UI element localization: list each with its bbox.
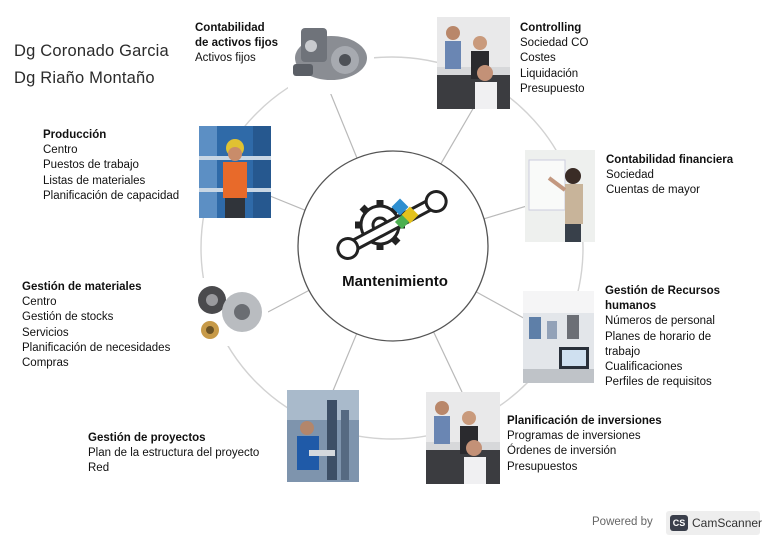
module-item: Perfiles de requisitos	[605, 376, 712, 389]
outer-ring	[200, 56, 584, 440]
module-item: Sociedad CO	[520, 37, 589, 50]
module-item: Plan de la estructura del proyecto	[88, 447, 260, 460]
module-item: Cuentas de mayor	[606, 184, 700, 197]
author-names: Dg Coronado Garcia Dg Riaño Montaño	[14, 38, 169, 92]
office-team-image-2	[426, 392, 500, 484]
module-item: Cualificaciones	[605, 361, 683, 374]
camscanner-badge: CS CamScanner	[666, 511, 763, 535]
module-item: Activos fijos	[195, 52, 256, 65]
module-item: Sociedad	[606, 169, 654, 182]
module-item: Compras	[22, 357, 69, 370]
module-item: Presupuesto	[520, 82, 585, 95]
spoke-line	[267, 289, 310, 313]
engine-part-image	[288, 18, 374, 94]
module-title: de activos fijos	[195, 37, 279, 50]
module-item: Planificación de capacidad	[43, 189, 180, 202]
spoke-line	[329, 91, 358, 159]
module-planificacion-inversiones: Planificación de inversiones Programas d…	[507, 414, 662, 475]
machine-parts-image	[190, 278, 268, 346]
office-team-image	[437, 17, 510, 109]
camscanner-brand: CamScanner	[692, 516, 763, 530]
module-item: Órdenes de inversión	[507, 445, 617, 458]
module-item: Planificación de necesidades	[22, 341, 171, 354]
module-title: Producción	[43, 129, 107, 141]
module-title: Planificación de inversiones	[507, 415, 662, 427]
center-circle	[297, 150, 489, 342]
module-title: Controlling	[520, 22, 582, 34]
module-item: Programas de inversiones	[507, 430, 641, 443]
module-item: Planes de horario de	[605, 330, 712, 343]
module-item: Gestión de stocks	[22, 311, 114, 324]
module-title: Gestión de Recursos	[605, 285, 721, 297]
module-item: Puestos de trabajo	[43, 159, 139, 172]
module-title: Gestión de materiales	[22, 281, 142, 293]
industrial-worker-image	[287, 390, 359, 482]
module-item: Red	[88, 462, 110, 475]
module-gestion-materiales: Gestión de materiales Centro Gestión de …	[22, 280, 170, 371]
module-gestion-proyectos: Gestión de proyectos Plan de la estructu…	[88, 431, 259, 477]
module-item: trabajo	[605, 345, 641, 358]
module-title: Gestión de proyectos	[88, 432, 206, 444]
author-name: Dg Riaño Montaño	[14, 69, 155, 87]
module-gestion-recursos-humanos: Gestión de Recursos humanos Números de p…	[605, 284, 720, 390]
module-controlling: Controlling Sociedad CO Costes Liquidaci…	[520, 21, 588, 97]
module-produccion: Producción Centro Puestos de trabajo Lis…	[43, 128, 179, 204]
powered-by-text: Powered by	[592, 516, 653, 528]
module-item: Centro	[43, 144, 78, 157]
module-item: Liquidación	[520, 67, 579, 80]
module-item: Costes	[520, 52, 556, 65]
module-item: Listas de materiales	[43, 174, 146, 187]
open-office-image	[523, 291, 594, 383]
presentation-image	[525, 150, 595, 242]
author-name: Dg Coronado Garcia	[14, 42, 169, 60]
module-item: Presupuestos	[507, 460, 578, 473]
module-item: Números de personal	[605, 315, 715, 328]
spoke-line	[433, 331, 463, 393]
module-title: Contabilidad	[195, 22, 265, 34]
module-item: Servicios	[22, 326, 69, 339]
spoke-line	[440, 106, 475, 165]
warehouse-worker-image	[199, 126, 271, 218]
module-contabilidad-financiera: Contabilidad financiera Sociedad Cuentas…	[606, 153, 733, 199]
module-title: humanos	[605, 300, 657, 313]
module-item: Centro	[22, 296, 57, 309]
gear-wrench-icon	[336, 190, 448, 260]
center-label: Mantenimiento	[342, 273, 448, 290]
module-title: Contabilidad financiera	[606, 154, 734, 166]
spoke-line	[329, 333, 358, 399]
spoke-line	[269, 195, 306, 211]
camscanner-logo-icon: CS	[670, 515, 688, 531]
module-contabilidad-activos-fijos: Contabilidad de activos fijos Activos fi…	[195, 21, 278, 67]
